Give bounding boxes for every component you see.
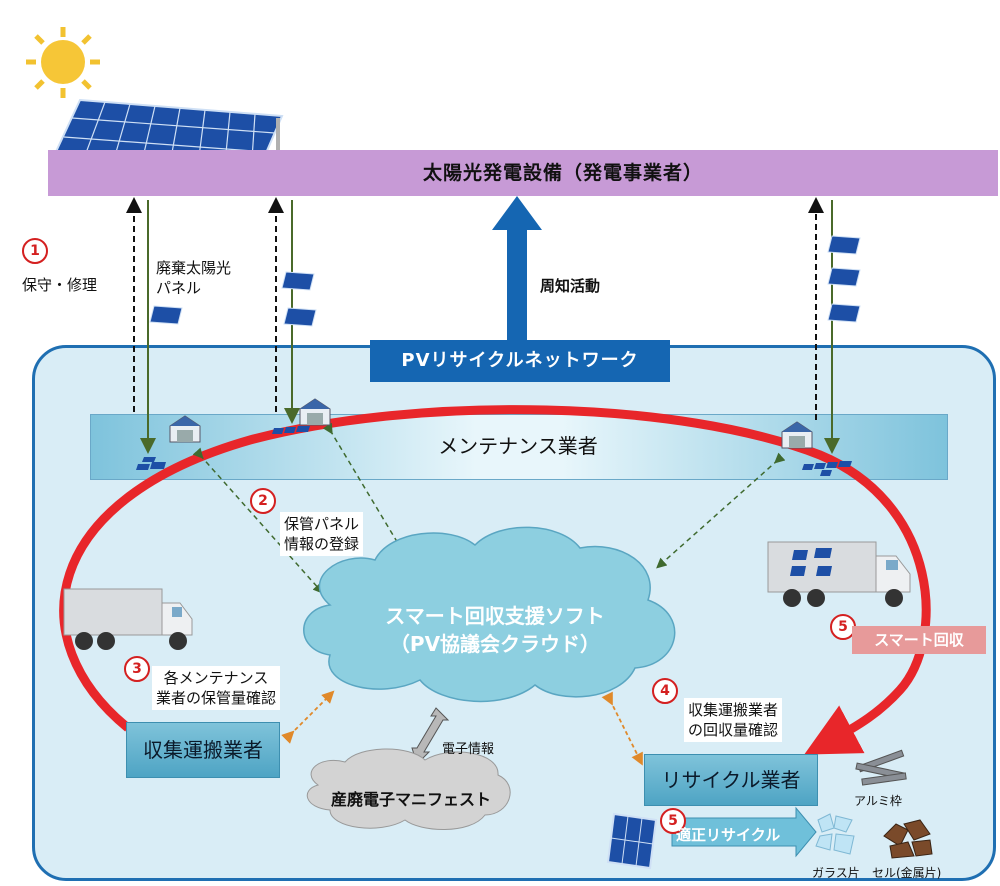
panel-icon: [281, 271, 315, 291]
panel-icon: [827, 303, 861, 323]
aluminum-frame-icon: [855, 749, 907, 786]
panel-icon: [827, 267, 861, 287]
step3-label: 各メンテナンス 業者の保管量確認: [152, 666, 281, 710]
step5b-number: 5: [660, 808, 686, 834]
cloud-line1: スマート回収支援ソフト: [385, 604, 605, 628]
collector-box: 収集運搬業者: [126, 722, 280, 778]
step2-label: 保管パネル 情報の登録: [280, 512, 364, 556]
pv-recycle-network-label: PVリサイクルネットワーク: [370, 340, 670, 382]
generator-label: 太陽光発電設備（発電事業者）: [422, 162, 703, 184]
smart-collection-tag: スマート回収: [852, 626, 986, 654]
warehouse-icon: [781, 421, 813, 449]
maintenance-label: メンテナンス業者: [438, 434, 598, 458]
recycler-box: リサイクル業者: [644, 754, 818, 806]
warehouse-icon: [299, 398, 331, 426]
stored-panels-icon: [136, 457, 166, 470]
truck-icon: [767, 541, 911, 607]
step2-number: 2: [250, 488, 276, 514]
waste-panel-label: 廃棄太陽光 パネル: [156, 259, 232, 297]
step1-label: 保守・修理: [22, 276, 98, 294]
step3-number: 3: [124, 656, 150, 682]
panel-icon: [283, 307, 317, 327]
sun-icon: [26, 27, 100, 98]
step1-number: 1: [22, 238, 48, 264]
cell-fragments-icon: [883, 819, 933, 859]
manifest-label: 産廃電子マニフェスト: [330, 790, 491, 809]
truck-icon: [63, 588, 193, 650]
cloud-line2: （PV協議会クラウド）: [389, 632, 601, 656]
announcement-label: 周知活動: [540, 277, 601, 295]
glass-fragments-icon: [815, 813, 855, 855]
announcement-arrow: [492, 196, 542, 346]
cell-fragments-label: セル(金属片): [872, 866, 942, 880]
aluminum-frame-label: アルミ枠: [854, 794, 902, 808]
old-panel-icon: [606, 812, 658, 870]
panel-icon: [827, 235, 861, 255]
panel-icon: [149, 305, 183, 325]
step4-number: 4: [652, 678, 678, 704]
stored-panels-icon: [272, 426, 310, 434]
glass-fragments-label: ガラス片: [812, 866, 860, 880]
smart-collection-software: スマート回収支援ソフト （PV協議会クラウド）: [350, 602, 640, 658]
warehouse-icon: [169, 415, 201, 443]
generator-bar: [48, 150, 998, 196]
stored-panels-icon: [802, 461, 852, 476]
electronic-info-label: 電子情報: [442, 742, 495, 757]
step4-label: 収集運搬業者 の回収量確認: [684, 698, 783, 742]
proper-recycling-label: 適正リサイクル: [676, 826, 781, 844]
